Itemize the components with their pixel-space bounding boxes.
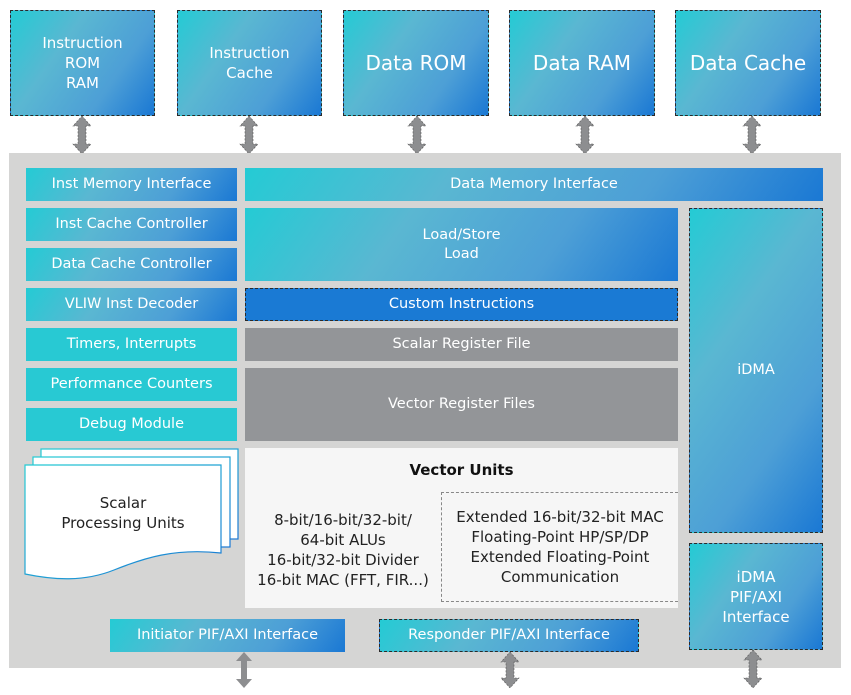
vector-units-optional: Extended 16-bit/32-bit MAC Floating-Poin…	[441, 492, 678, 602]
debug-module: Debug Module	[26, 408, 237, 441]
block-label: Data Memory Interface	[450, 176, 618, 192]
memory-block-data-cache: Data Cache	[675, 10, 821, 116]
idma-block: iDMA	[689, 208, 823, 533]
block-label: Inst Memory Interface	[51, 176, 212, 192]
block-label: Performance Counters	[50, 376, 213, 392]
vector-register-files: Vector Register Files	[245, 368, 678, 441]
memory-label: Instruction Cache	[209, 44, 290, 82]
custom-instructions: Custom Instructions	[245, 288, 678, 321]
scalar-processing-units: Scalar Processing Units	[24, 448, 240, 584]
vector-units: Vector Units 8-bit/16-bit/32-bit/ 64-bit…	[245, 448, 678, 608]
scalar-register-file: Scalar Register File	[245, 328, 678, 361]
vector-units-optional-text: Extended 16-bit/32-bit MAC Floating-Poin…	[456, 508, 664, 586]
performance-counters: Performance Counters	[26, 368, 237, 401]
vliw-inst-decoder: VLIW Inst Decoder	[26, 288, 237, 321]
stacked-document-icon	[24, 448, 239, 580]
data-cache-controller: Data Cache Controller	[26, 248, 237, 281]
load-store-unit: Load/Store Load	[245, 208, 678, 281]
bidirectional-arrow-icon	[72, 116, 92, 154]
bidirectional-arrow-icon	[500, 652, 520, 688]
block-label: Vector Register Files	[388, 396, 535, 412]
memory-block-instruction-cache: Instruction Cache	[177, 10, 322, 116]
memory-block-data-ram: Data RAM	[509, 10, 655, 116]
block-label: Load/Store Load	[422, 226, 501, 262]
initiator-pif-axi-interface: Initiator PIF/AXI Interface	[110, 619, 345, 652]
bidirectional-arrow-icon	[575, 116, 595, 154]
bidirectional-arrow-icon	[234, 652, 254, 688]
scalar-units-label: Scalar Processing Units	[61, 494, 185, 532]
memory-label: Data ROM	[365, 51, 467, 75]
memory-label: Data Cache	[689, 51, 807, 75]
block-label: Custom Instructions	[388, 296, 535, 312]
block-label: Inst Cache Controller	[55, 216, 208, 232]
bidirectional-arrow-icon	[742, 116, 762, 154]
bidirectional-arrow-icon	[407, 116, 427, 154]
vector-units-title: Vector Units	[409, 461, 514, 479]
vector-units-basic: 8-bit/16-bit/32-bit/ 64-bit ALUs 16-bit/…	[245, 500, 441, 600]
block-label: Initiator PIF/AXI Interface	[136, 627, 319, 643]
block-label: Responder PIF/AXI Interface	[408, 627, 610, 643]
idma-pif-axi-interface: iDMA PIF/AXI Interface	[689, 543, 823, 650]
inst-cache-controller: Inst Cache Controller	[26, 208, 237, 241]
block-label: Scalar Register File	[392, 336, 531, 352]
memory-label: Instruction ROM RAM	[42, 34, 123, 92]
memory-label: Data RAM	[532, 51, 632, 75]
block-label: Debug Module	[78, 416, 185, 432]
bidirectional-arrow-icon	[239, 116, 259, 154]
vector-units-basic-text: 8-bit/16-bit/32-bit/ 64-bit ALUs 16-bit/…	[257, 511, 429, 589]
bidirectional-arrow-icon	[743, 650, 763, 688]
timers-interrupts: Timers, Interrupts	[26, 328, 237, 361]
inst-memory-interface: Inst Memory Interface	[26, 168, 237, 201]
memory-block-instruction-rom-ram: Instruction ROM RAM	[10, 10, 155, 116]
block-label: iDMA	[737, 362, 775, 378]
block-label: Data Cache Controller	[51, 256, 212, 272]
memory-block-data-rom: Data ROM	[343, 10, 489, 116]
data-memory-interface: Data Memory Interface	[245, 168, 823, 201]
responder-pif-axi-interface: Responder PIF/AXI Interface	[379, 619, 639, 652]
block-label: Timers, Interrupts	[66, 336, 197, 352]
block-label: VLIW Inst Decoder	[64, 296, 199, 312]
block-label: iDMA PIF/AXI Interface	[722, 567, 790, 626]
